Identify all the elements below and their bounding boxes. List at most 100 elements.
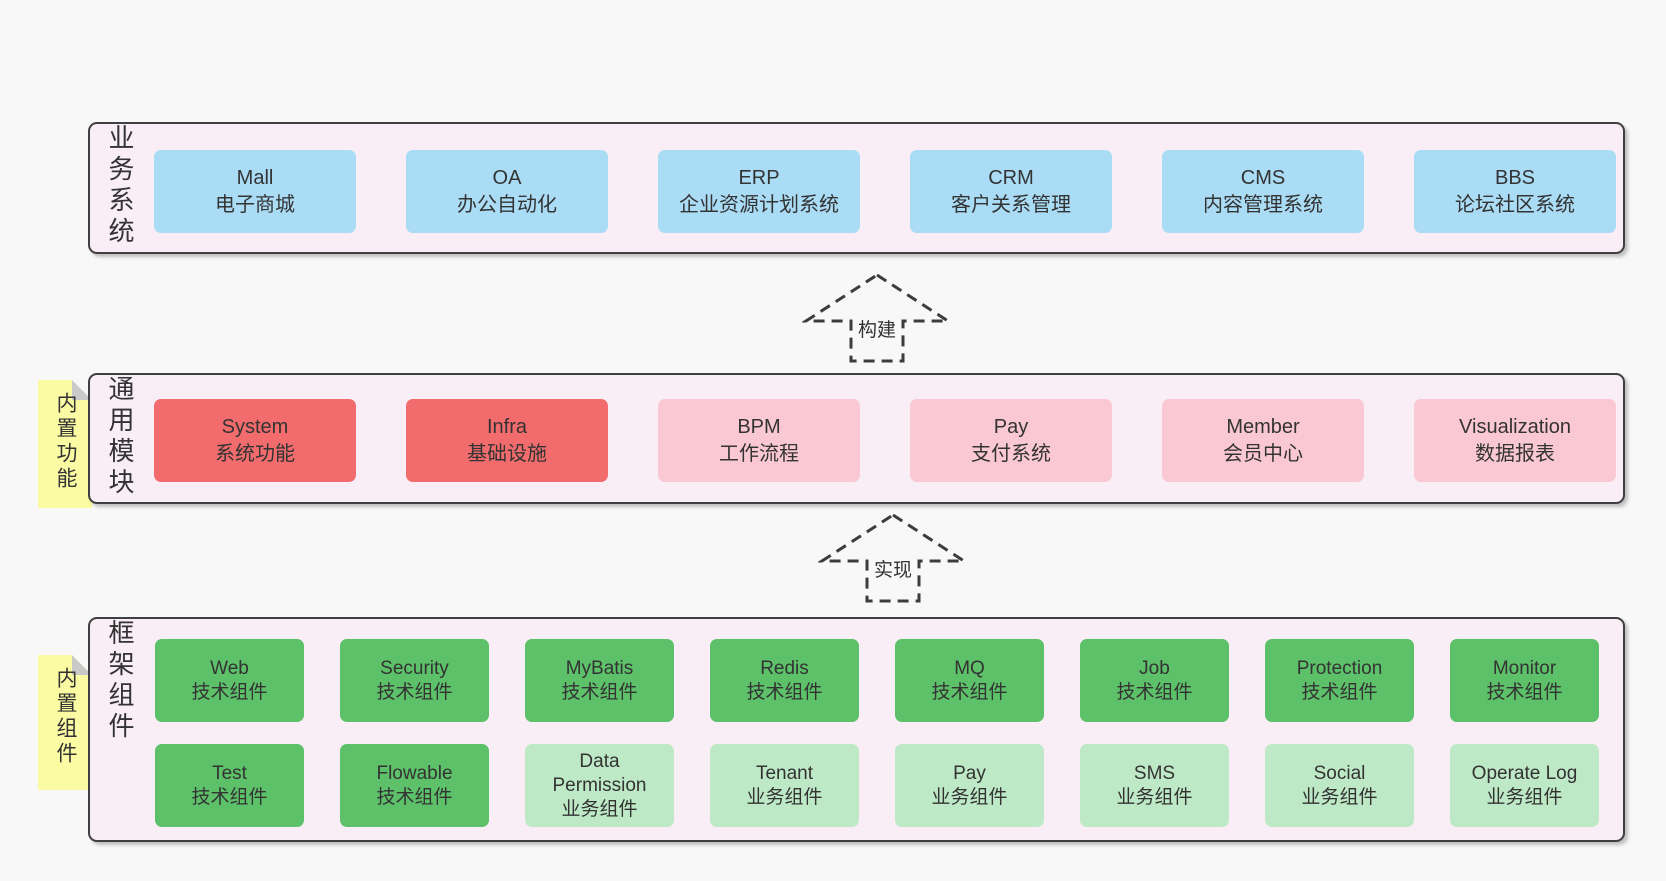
box-infra: Infra 基础设施 bbox=[406, 399, 608, 482]
box-subtitle: 技术组件 bbox=[561, 681, 638, 703]
box-tenant: Tenant 业务组件 bbox=[710, 744, 859, 827]
box-social: Social 业务组件 bbox=[1265, 744, 1414, 827]
box-subtitle: 论坛社区系统 bbox=[1455, 193, 1575, 216]
box-data-permission: Data Permission 业务组件 bbox=[525, 744, 674, 827]
box-security: Security 技术组件 bbox=[340, 639, 489, 722]
box-title: Pay bbox=[953, 762, 986, 784]
box-subtitle: 业务组件 bbox=[561, 798, 638, 820]
dashed-up-arrow-icon bbox=[802, 273, 952, 363]
box-title: SMS bbox=[1133, 762, 1176, 784]
box-subtitle: 系统功能 bbox=[215, 442, 295, 465]
box-title: Redis bbox=[760, 657, 809, 679]
sticky-note-label: 内置功能 bbox=[54, 392, 77, 492]
panel-common-modules: 通用模块 System 系统功能 Infra 基础设施 BPM 工作流程 Pay… bbox=[88, 373, 1625, 504]
box-title: CMS bbox=[1240, 166, 1286, 189]
box-oa: OA 办公自动化 bbox=[406, 150, 608, 233]
box-subtitle: 技术组件 bbox=[746, 681, 823, 703]
sticky-note-builtin-features: 内置功能 bbox=[38, 380, 92, 508]
box-title: Social bbox=[1313, 762, 1366, 784]
box-subtitle: 工作流程 bbox=[719, 442, 799, 465]
box-subtitle: 技术组件 bbox=[191, 681, 268, 703]
box-flowable: Flowable 技术组件 bbox=[340, 744, 489, 827]
box-subtitle: 技术组件 bbox=[376, 786, 453, 808]
arrow-build-label: 构建 bbox=[853, 314, 901, 343]
box-title: Mall bbox=[236, 166, 274, 189]
box-pay-component: Pay 业务组件 bbox=[895, 744, 1044, 827]
box-subtitle: 技术组件 bbox=[1301, 681, 1378, 703]
box-pay-module: Pay 支付系统 bbox=[910, 399, 1112, 482]
box-subtitle: 业务组件 bbox=[1486, 786, 1563, 808]
box-subtitle: 技术组件 bbox=[1116, 681, 1193, 703]
box-cms: CMS 内容管理系统 bbox=[1162, 150, 1364, 233]
box-subtitle: 技术组件 bbox=[1486, 681, 1563, 703]
box-title: BBS bbox=[1494, 166, 1536, 189]
box-mq: MQ 技术组件 bbox=[895, 639, 1044, 722]
box-subtitle: 内容管理系统 bbox=[1203, 193, 1323, 216]
box-crm: CRM 客户关系管理 bbox=[910, 150, 1112, 233]
box-subtitle: 业务组件 bbox=[1301, 786, 1378, 808]
box-visualization: Visualization 数据报表 bbox=[1414, 399, 1616, 482]
box-title: Infra bbox=[486, 415, 528, 438]
box-title: CRM bbox=[988, 166, 1034, 189]
box-job: Job 技术组件 bbox=[1080, 639, 1229, 722]
box-title: Web bbox=[210, 657, 249, 679]
sticky-note-label: 内置组件 bbox=[54, 667, 77, 767]
box-title: Member bbox=[1226, 415, 1300, 438]
box-protection: Protection 技术组件 bbox=[1265, 639, 1414, 722]
box-title: OA bbox=[492, 166, 522, 189]
box-monitor: Monitor 技术组件 bbox=[1450, 639, 1599, 722]
panel-title-business-systems: 业务系统 bbox=[105, 124, 135, 248]
arrow-build-up-icon: 构建 bbox=[802, 272, 952, 364]
box-subtitle: 技术组件 bbox=[931, 681, 1008, 703]
panel-business-systems: 业务系统 Mall 电子商城 OA 办公自动化 ERP 企业资源计划系统 CRM… bbox=[88, 122, 1625, 254]
framework-components-row-1: Web 技术组件 Security 技术组件 MyBatis 技术组件 Redi… bbox=[90, 639, 1623, 722]
box-subtitle: 技术组件 bbox=[191, 786, 268, 808]
sticky-note-builtin-components: 内置组件 bbox=[38, 655, 92, 790]
box-system: System 系统功能 bbox=[154, 399, 356, 482]
box-subtitle: 业务组件 bbox=[1116, 786, 1193, 808]
box-title: Operate Log bbox=[1471, 762, 1578, 784]
box-title: Pay bbox=[993, 415, 1029, 438]
box-title: MQ bbox=[954, 657, 985, 679]
box-subtitle: 业务组件 bbox=[931, 786, 1008, 808]
box-member: Member 会员中心 bbox=[1162, 399, 1364, 482]
box-title: Flowable bbox=[376, 762, 453, 784]
box-title: System bbox=[221, 415, 289, 438]
box-mall: Mall 电子商城 bbox=[154, 150, 356, 233]
box-redis: Redis 技术组件 bbox=[710, 639, 859, 722]
box-title: ERP bbox=[738, 166, 780, 189]
box-title: Test bbox=[212, 762, 247, 784]
common-modules-row: System 系统功能 Infra 基础设施 BPM 工作流程 Pay 支付系统… bbox=[90, 399, 1623, 482]
dashed-up-arrow-icon bbox=[818, 513, 968, 603]
box-operate-log: Operate Log 业务组件 bbox=[1450, 744, 1599, 827]
box-subtitle: 办公自动化 bbox=[457, 193, 557, 216]
box-bbs: BBS 论坛社区系统 bbox=[1414, 150, 1616, 233]
box-test: Test 技术组件 bbox=[155, 744, 304, 827]
box-title: BPM bbox=[737, 415, 781, 438]
box-title: Tenant bbox=[755, 762, 814, 784]
box-subtitle: 业务组件 bbox=[746, 786, 823, 808]
box-subtitle: 客户关系管理 bbox=[951, 193, 1071, 216]
box-title: Data Permission bbox=[552, 750, 647, 796]
box-title: MyBatis bbox=[565, 657, 634, 679]
box-title: Monitor bbox=[1492, 657, 1557, 679]
box-subtitle: 支付系统 bbox=[971, 442, 1051, 465]
box-bpm: BPM 工作流程 bbox=[658, 399, 860, 482]
box-title: Protection bbox=[1296, 657, 1383, 679]
box-subtitle: 电子商城 bbox=[215, 193, 295, 216]
box-web: Web 技术组件 bbox=[155, 639, 304, 722]
box-title: Security bbox=[380, 657, 449, 679]
box-subtitle: 企业资源计划系统 bbox=[679, 193, 839, 216]
panel-title-framework-components: 框架组件 bbox=[105, 619, 135, 743]
box-subtitle: 技术组件 bbox=[376, 681, 453, 703]
box-subtitle: 会员中心 bbox=[1223, 442, 1303, 465]
box-subtitle: 数据报表 bbox=[1475, 442, 1555, 465]
arrow-implement-label: 实现 bbox=[869, 554, 917, 583]
panel-framework-components: 框架组件 Web 技术组件 Security 技术组件 MyBatis 技术组件… bbox=[88, 617, 1625, 842]
box-subtitle: 基础设施 bbox=[467, 442, 547, 465]
box-sms: SMS 业务组件 bbox=[1080, 744, 1229, 827]
panel-title-common-modules: 通用模块 bbox=[105, 375, 135, 499]
business-systems-row: Mall 电子商城 OA 办公自动化 ERP 企业资源计划系统 CRM 客户关系… bbox=[90, 150, 1623, 233]
box-title: Visualization bbox=[1459, 415, 1571, 438]
